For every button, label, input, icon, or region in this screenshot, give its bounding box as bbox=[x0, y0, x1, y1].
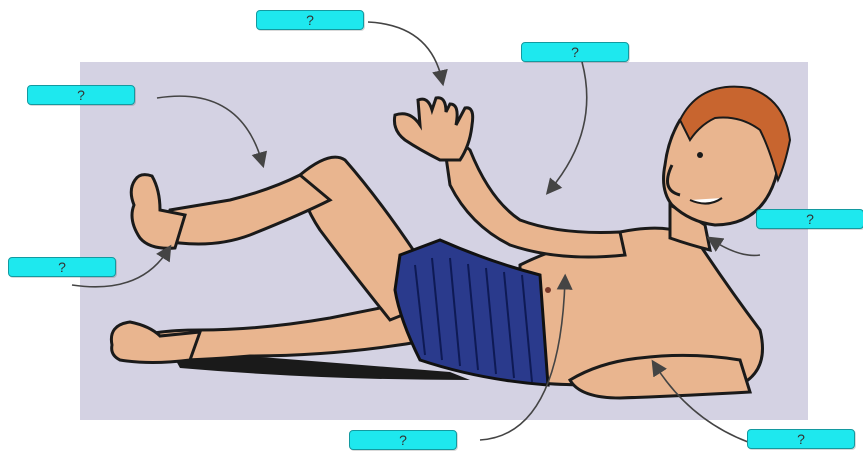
label-text-elbow: ? bbox=[797, 431, 805, 447]
label-text-chest: ? bbox=[399, 432, 407, 448]
eye bbox=[697, 152, 703, 158]
nipple bbox=[545, 287, 551, 293]
label-text-neck: ? bbox=[806, 211, 814, 227]
label-text-arm: ? bbox=[571, 44, 579, 60]
label-box-arm[interactable]: ? bbox=[521, 42, 629, 62]
label-text-hand: ? bbox=[306, 12, 314, 28]
label-box-chest[interactable]: ? bbox=[349, 430, 457, 450]
label-text-foot: ? bbox=[58, 259, 66, 275]
label-box-leg[interactable]: ? bbox=[27, 85, 135, 105]
label-box-elbow[interactable]: ? bbox=[747, 429, 855, 449]
label-box-hand[interactable]: ? bbox=[256, 10, 364, 30]
label-box-neck[interactable]: ? bbox=[756, 209, 863, 229]
label-text-leg: ? bbox=[77, 87, 85, 103]
label-box-foot[interactable]: ? bbox=[8, 257, 116, 277]
